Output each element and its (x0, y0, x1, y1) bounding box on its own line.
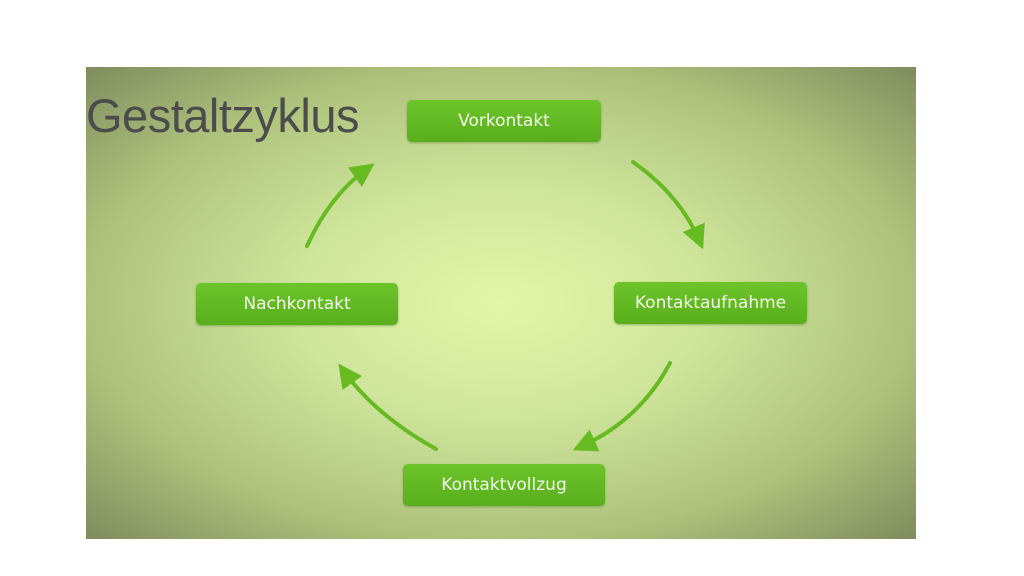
arrow-kontaktaufnahme-to-kontaktvollzug (572, 361, 672, 452)
node-vorkontakt: Vorkontakt (407, 100, 601, 142)
arrow-vorkontakt-to-kontaktaufnahme (631, 160, 705, 250)
node-nachkontakt: Nachkontakt (196, 283, 398, 325)
arrow-nachkontakt-to-vorkontakt (305, 163, 375, 248)
slide-title: Gestaltzyklus (86, 89, 359, 142)
node-kontaktaufnahme: Kontaktaufnahme (614, 282, 807, 324)
arrow-kontaktvollzug-to-nachkontakt (338, 363, 438, 451)
node-kontaktvollzug: Kontaktvollzug (403, 464, 605, 506)
